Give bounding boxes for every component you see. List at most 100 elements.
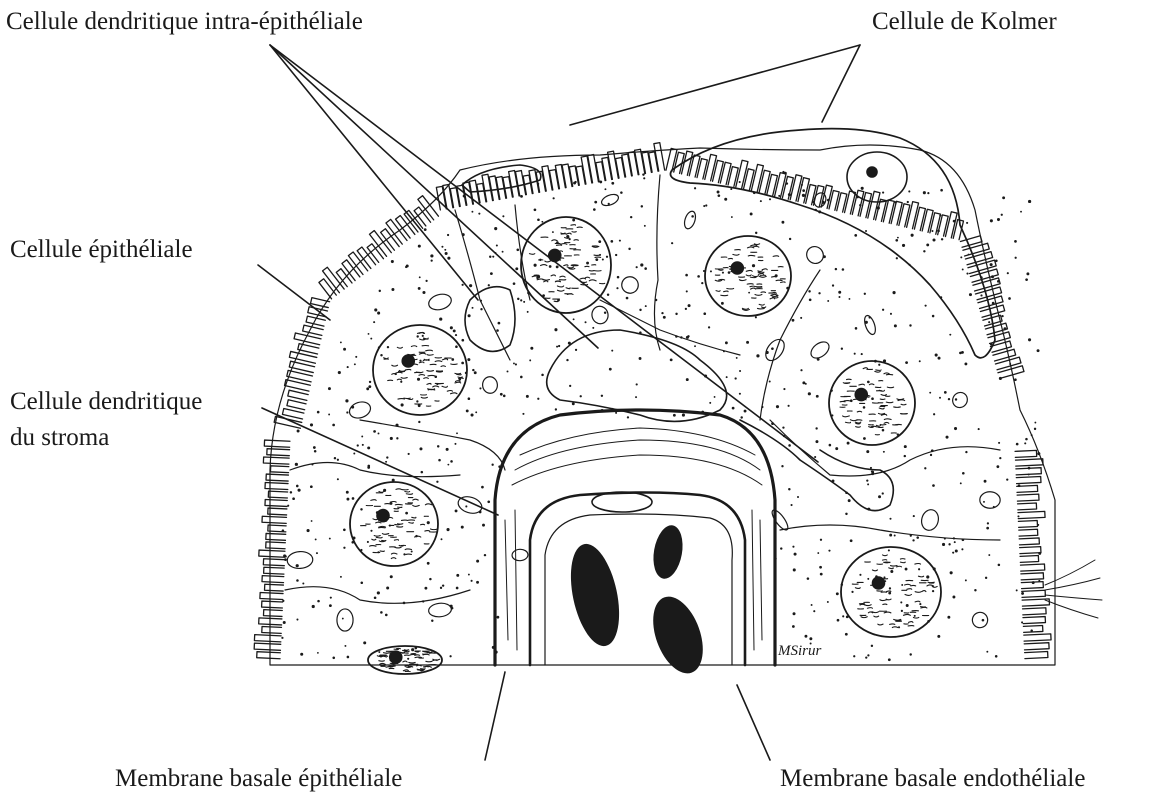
cytoplasm-stipple: [281, 171, 1041, 661]
organelle: [590, 305, 609, 326]
kolmer-cell-nucleolus: [867, 167, 877, 177]
dendritic-process: [740, 420, 893, 511]
microvillus: [1019, 529, 1038, 536]
microvillus: [266, 474, 288, 481]
microvillus: [265, 499, 287, 506]
microvillus: [288, 390, 308, 400]
microvillus: [759, 170, 770, 193]
organelle: [803, 243, 826, 267]
microvillus: [319, 279, 336, 299]
leader-kolmer-1: [570, 45, 860, 125]
endothelial-nucleus: [592, 492, 652, 512]
leader-kolmer-2: [822, 45, 860, 122]
microvillus: [1020, 547, 1041, 554]
microvillus: [736, 160, 748, 188]
microvillus: [266, 542, 286, 549]
microvillus: [262, 516, 286, 523]
microvillus: [323, 267, 345, 292]
microvillus: [262, 576, 284, 583]
microvillus: [860, 192, 871, 217]
leader-epithelial: [258, 265, 330, 320]
microvillus: [264, 440, 290, 447]
microvillus: [1023, 617, 1045, 624]
label-endothelial-basement-membrane: Membrane basale endothéliale: [780, 763, 1085, 794]
epithelial-nucleus: [373, 325, 467, 415]
microvillus: [263, 610, 282, 617]
microvillus: [790, 175, 802, 201]
organelle: [970, 610, 989, 629]
epithelial-nucleus: [350, 482, 438, 566]
microvillus: [259, 550, 285, 557]
microvillus: [1018, 503, 1037, 510]
organelle: [337, 609, 353, 631]
microvillus: [965, 252, 992, 265]
microvillus: [1019, 538, 1039, 545]
organelle: [482, 376, 498, 394]
label-epithelial-cell: Cellule épithéliale: [10, 234, 193, 265]
organelle: [512, 549, 528, 561]
microvillus: [303, 325, 324, 335]
microvillus: [1018, 520, 1037, 527]
organelle: [347, 399, 372, 420]
microvillus: [268, 491, 287, 498]
organelle: [682, 210, 697, 230]
microvillus: [1022, 590, 1046, 597]
microvillus: [1023, 625, 1042, 632]
artist-signature: MSirur: [777, 643, 822, 659]
epithelial-nucleus: [368, 646, 442, 674]
cilia-tuft: [1045, 560, 1102, 618]
microvillus: [265, 584, 284, 591]
microvillus: [1021, 573, 1044, 580]
epithelial-nucleus: [841, 547, 941, 637]
microvillus: [1017, 494, 1039, 501]
leader-intraepithelial-2: [270, 45, 598, 348]
organelle: [808, 339, 832, 362]
microvillus: [891, 201, 902, 225]
organelle: [287, 551, 314, 569]
microvillus: [1016, 476, 1041, 483]
microvillus: [963, 243, 989, 256]
microvillus: [1024, 643, 1049, 650]
microvillus: [907, 202, 919, 229]
kolmer-cell-nucleus: [847, 152, 907, 202]
microvillus: [975, 287, 1001, 300]
organelle: [919, 508, 940, 532]
cell-boundaries: [285, 175, 1000, 603]
stroma-fibres: [505, 428, 762, 650]
microvillus: [262, 627, 282, 634]
microvillus: [968, 260, 996, 273]
microvillus: [1015, 459, 1043, 466]
microvillus: [868, 191, 880, 219]
organelle: [770, 508, 791, 532]
organelle: [950, 390, 970, 411]
epithelial-nuclei: [287, 191, 1001, 674]
microvilli-border: [254, 143, 1051, 659]
leader-endothelial-bm: [737, 685, 770, 760]
organelle: [618, 274, 641, 297]
label-intraepithelial-dendritic-cell: Cellule dendritique intra-épithéliale: [6, 6, 363, 37]
microvillus: [262, 601, 283, 608]
microvillus: [263, 559, 284, 566]
microvillus: [973, 278, 1000, 291]
organelle: [600, 192, 620, 208]
microvillus: [751, 164, 763, 192]
microvillus: [1015, 450, 1037, 457]
organelle: [980, 491, 1001, 508]
microvillus: [254, 635, 281, 642]
microvillus: [270, 466, 288, 473]
red-blood-cells: [563, 523, 713, 680]
microvillus: [1023, 608, 1047, 615]
leader-lines: [258, 45, 860, 760]
epithelial-nucleus: [829, 361, 915, 445]
microvillus: [1024, 634, 1051, 641]
microvillus: [1025, 652, 1048, 659]
microvillus: [266, 533, 286, 540]
microvillus: [970, 269, 998, 282]
microvillus: [264, 567, 285, 574]
microvillus: [267, 449, 290, 456]
label-stromal-dendritic-cell-line1: Cellule dendritique: [10, 386, 202, 417]
microvillus: [705, 154, 717, 180]
organelle: [762, 336, 788, 364]
label-stromal-dendritic-cell-line2: du stroma: [10, 422, 109, 453]
